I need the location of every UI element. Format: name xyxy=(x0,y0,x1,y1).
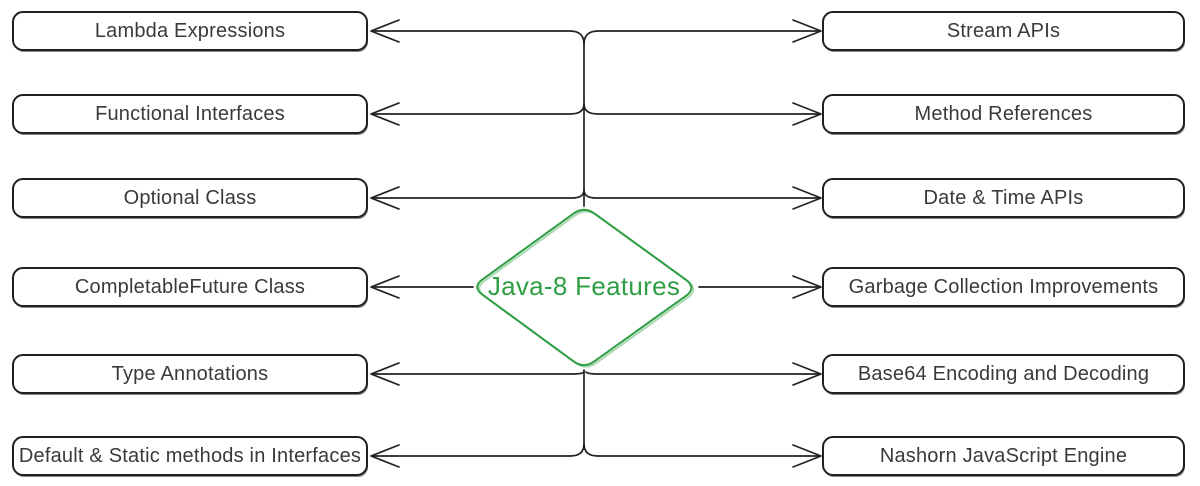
arrowhead-row4-right xyxy=(792,275,822,299)
node-date-time-apis: Date & Time APIs xyxy=(822,178,1185,218)
center-diamond-outline-sketch xyxy=(478,210,695,368)
node-lambda-expressions: Lambda Expressions xyxy=(12,11,368,51)
branch-row2-left xyxy=(372,103,585,115)
arrowhead-row1-right xyxy=(792,19,822,43)
node-garbage-collection-improvements: Garbage Collection Improvements xyxy=(822,267,1185,307)
branch-row6-right xyxy=(583,443,820,457)
node-optional-class: Optional Class xyxy=(12,178,368,218)
center-diamond-outline xyxy=(476,208,693,367)
arrowhead-row2-left xyxy=(370,102,400,126)
branch-row3-left xyxy=(372,189,585,199)
branch-row3-right xyxy=(583,189,820,199)
center-node-label: Java-8 Features xyxy=(487,271,681,301)
branch-row1-right xyxy=(583,30,820,45)
node-nashorn-javascript-engine: Nashorn JavaScript Engine xyxy=(822,436,1185,476)
arrowhead-row5-right xyxy=(792,362,822,386)
node-type-annotations: Type Annotations xyxy=(12,354,368,394)
node-functional-interfaces: Functional Interfaces xyxy=(12,94,368,134)
node-completablefuture-class: CompletableFuture Class xyxy=(12,267,368,307)
branch-row1-left xyxy=(372,30,585,45)
branch-row2-right xyxy=(583,103,820,115)
arrowhead-row3-right xyxy=(792,186,822,210)
node-stream-apis: Stream APIs xyxy=(822,11,1185,51)
branch-row5-right xyxy=(585,371,820,375)
arrowhead-row2-right xyxy=(792,102,822,126)
arrowhead-row3-left xyxy=(370,186,400,210)
node-default-static-methods: Default & Static methods in Interfaces xyxy=(12,436,368,476)
arrowhead-row4-left xyxy=(370,275,400,299)
branch-row5-left xyxy=(372,371,585,375)
node-base64-encoding-decoding: Base64 Encoding and Decoding xyxy=(822,354,1185,394)
branch-row6-left xyxy=(372,443,585,457)
arrowhead-row6-left xyxy=(370,444,400,468)
arrowhead-row6-right xyxy=(792,444,822,468)
node-method-references: Method References xyxy=(822,94,1185,134)
arrowhead-row5-left xyxy=(370,362,400,386)
arrowhead-row1-left xyxy=(370,19,400,43)
